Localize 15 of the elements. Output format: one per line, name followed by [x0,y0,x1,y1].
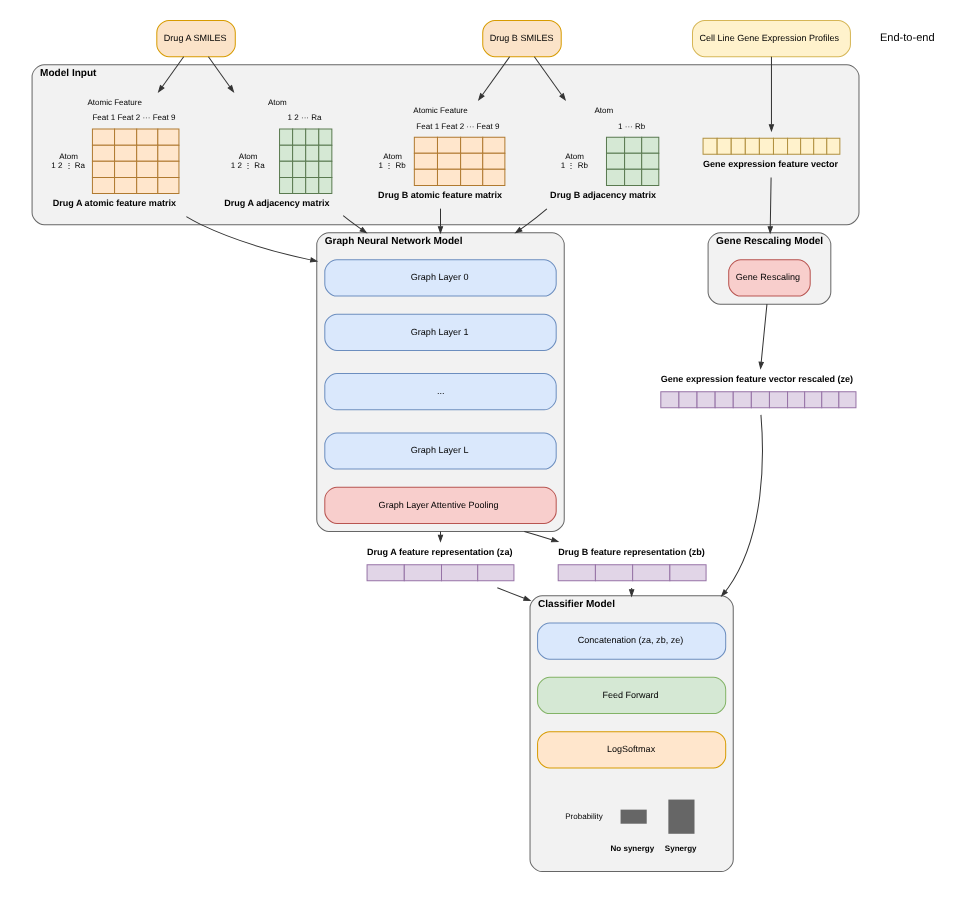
arrow [532,56,566,102]
arrow [476,56,510,102]
arrow [719,414,762,598]
arrow [495,587,531,602]
arrow [206,56,234,93]
arrow [757,303,767,370]
arrow [766,177,773,235]
arrow [341,215,367,234]
arrow [767,56,774,133]
arrow [627,587,634,598]
arrow [522,530,559,543]
arrow [513,208,547,234]
arrow [156,56,184,93]
arrow [184,216,318,263]
arrow [436,208,443,235]
